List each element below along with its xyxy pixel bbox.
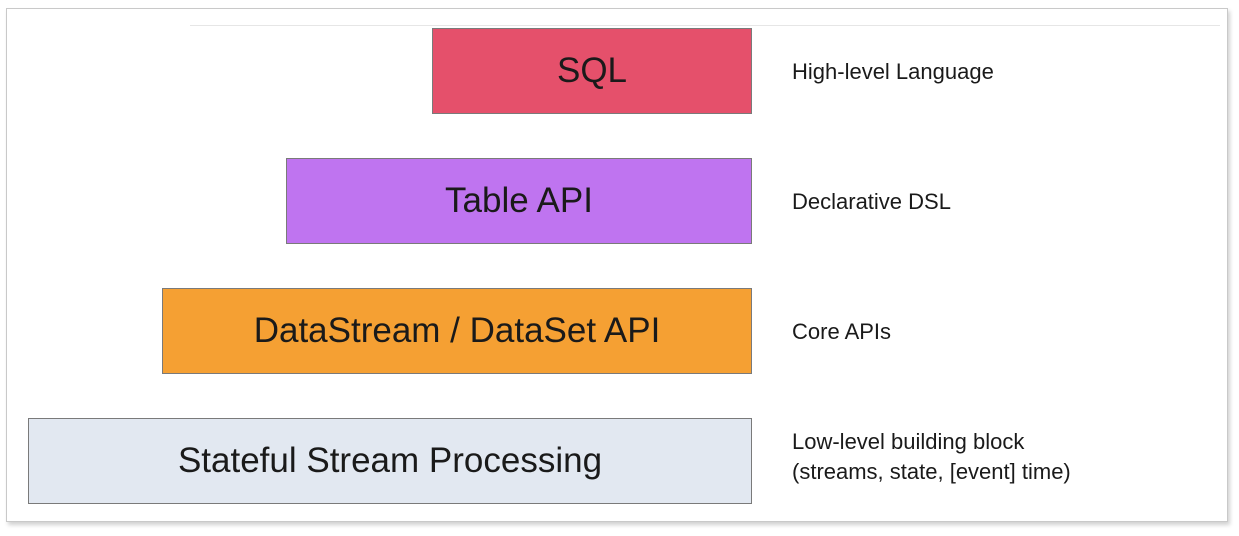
layer-sql-label: SQL xyxy=(556,51,628,90)
layer-datastream-api-description: Core APIs xyxy=(792,317,891,347)
layer-datastream-api: DataStream / DataSet API xyxy=(162,288,752,374)
layer-stateful-stream-processing-description: Low-level building block (streams, state… xyxy=(792,427,1071,487)
layer-sql: SQL xyxy=(432,28,752,114)
layer-datastream-api-description-line: Core APIs xyxy=(792,319,892,344)
layer-table-api-description: Declarative DSL xyxy=(792,187,951,217)
top-divider xyxy=(190,25,1220,26)
layer-stateful-stream-processing-label: Stateful Stream Processing xyxy=(177,441,603,480)
layer-stateful-description-line-1: Low-level building block xyxy=(792,429,1025,454)
layer-stateful-stream-processing: Stateful Stream Processing xyxy=(28,418,752,504)
layer-table-api-label: Table API xyxy=(445,181,593,220)
layer-sql-description-line: High-level Language xyxy=(792,59,994,84)
layer-stateful-description-line-2: (streams, state, [event] time) xyxy=(792,459,1071,484)
layer-table-api: Table API xyxy=(286,158,752,244)
layer-sql-description: High-level Language xyxy=(792,57,994,87)
layer-datastream-api-label: DataStream / DataSet API xyxy=(253,311,661,350)
layer-table-api-description-line: Declarative DSL xyxy=(792,189,951,214)
